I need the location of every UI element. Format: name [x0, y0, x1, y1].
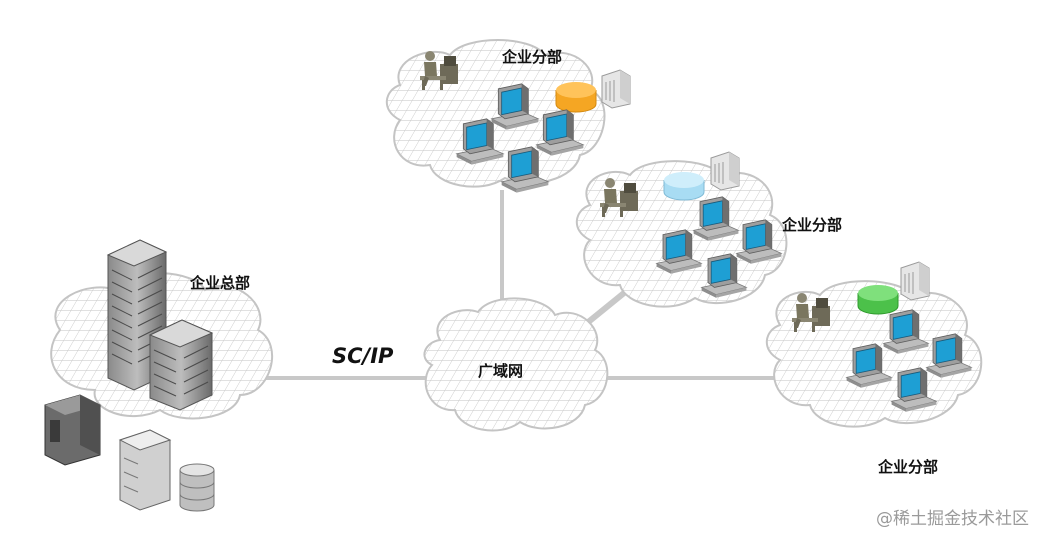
file-server-icon — [710, 151, 740, 191]
server-rack-icon — [44, 394, 101, 466]
wan-label: 广域网 — [478, 362, 524, 380]
branch-middle-label: 企业分部 — [782, 216, 843, 234]
cloud-icon — [423, 297, 609, 432]
file-server-icon — [601, 69, 631, 109]
database-icon — [663, 172, 705, 201]
database-icon — [857, 285, 899, 315]
database-icon — [179, 463, 215, 512]
headquarters-label: 企业总部 — [190, 274, 251, 292]
branch-bottom-label: 企业分部 — [878, 458, 939, 476]
database-icon — [555, 82, 597, 113]
watermark: @稀土掘金技术社区 — [876, 509, 1029, 529]
protocol-label: SC/IP — [332, 344, 394, 368]
branch-top-label: 企业分部 — [502, 48, 563, 66]
server-rack-icon — [118, 429, 172, 511]
building-icon — [148, 319, 214, 411]
file-server-icon — [900, 261, 930, 301]
